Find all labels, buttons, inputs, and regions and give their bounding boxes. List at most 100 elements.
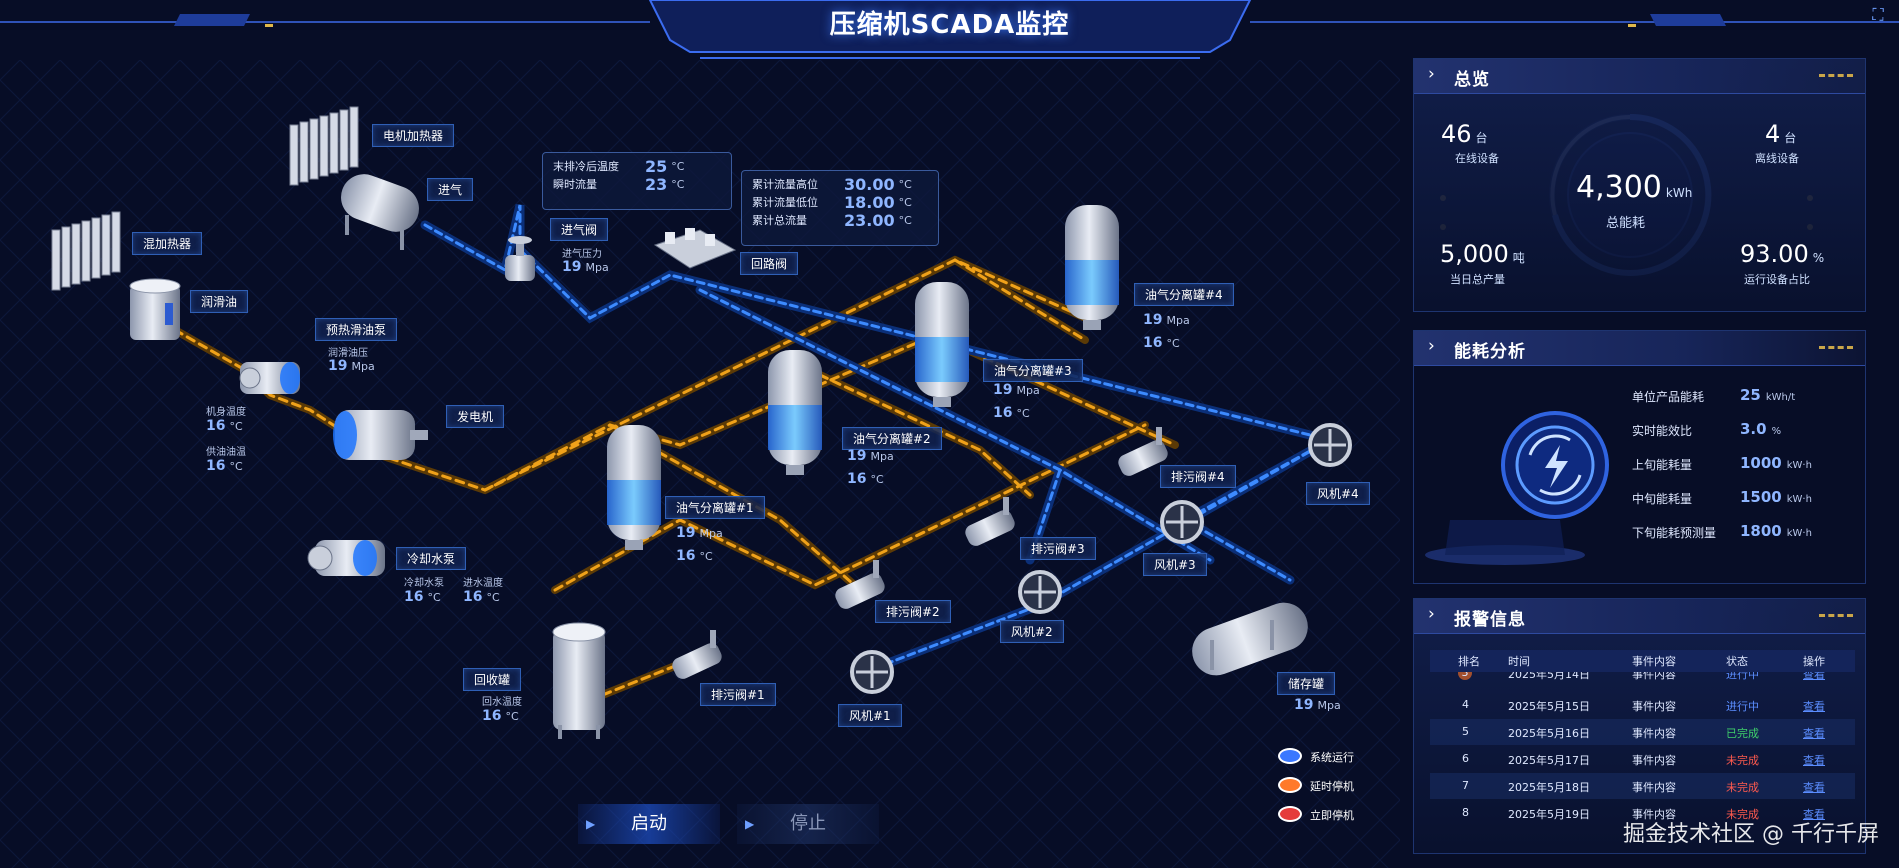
label-drain-valve-3: 排污阀#3 — [1020, 537, 1096, 560]
energy-cycle-icon — [1425, 411, 1609, 565]
table-row: 6 2025年5月17日 事件内容 未完成 查看 — [1430, 746, 1855, 772]
table-row: 3 2025年5月14日 事件内容 进行中 查看 — [1430, 672, 1855, 686]
offline-devices-label: 离线设备 — [1755, 152, 1799, 165]
alarm-table-header: 排名 时间 事件内容 状态 操作 — [1430, 650, 1855, 672]
inlet-water-temp-value: 16°C — [463, 589, 500, 605]
view-link[interactable]: 查看 — [1803, 808, 1825, 821]
chevron-right-icon: › — [1428, 336, 1435, 356]
drain-valve-3-icon — [965, 497, 1015, 546]
return-water-temp-value: 16°C — [482, 708, 519, 724]
label-motor-heater: 电机加热器 — [372, 124, 455, 147]
row-status: 未完成 — [1726, 808, 1759, 821]
row-rank: 4 — [1462, 698, 1469, 711]
row-time: 2025年5月16日 — [1508, 727, 1590, 740]
row-status: 进行中 — [1726, 700, 1759, 713]
supply-oil-temp-label: 供油油温 — [206, 447, 246, 458]
legend-running-dot — [1278, 748, 1302, 764]
label-lube-oil: 润滑油 — [190, 290, 249, 313]
view-link[interactable]: 查看 — [1803, 672, 1825, 681]
chevron-right-icon: › — [1428, 604, 1435, 624]
label-separator-2: 油气分离罐#2 — [842, 427, 942, 450]
intake-pressure-label: 进气压力 — [562, 249, 602, 260]
label-loop-valve: 回路阀 — [740, 252, 799, 275]
legend-immediate-stop-label: 立即停机 — [1310, 809, 1354, 822]
rank-badge: 3 — [1458, 672, 1472, 680]
drain-valve-1-icon — [672, 630, 722, 679]
chevron-right-icon: › — [1428, 64, 1435, 84]
label-separator-3: 油气分离罐#3 — [983, 359, 1083, 382]
label-recovery-tank: 回收罐 — [463, 668, 522, 691]
page-title: 压缩机SCADA监控 — [829, 10, 1070, 40]
label-intake: 进气 — [427, 178, 474, 201]
header-decoration — [1819, 74, 1853, 80]
row-time: 2025年5月17日 — [1508, 754, 1590, 767]
header-decoration — [1819, 346, 1853, 352]
stop-label: 停止 — [790, 813, 826, 834]
overview-title: 总览 — [1454, 70, 1490, 90]
label-mix-heater: 混加热器 — [132, 232, 203, 255]
row-rank: 8 — [1462, 806, 1469, 819]
view-link[interactable]: 查看 — [1803, 754, 1825, 767]
table-row: 7 2025年5月18日 事件内容 未完成 查看 — [1430, 773, 1855, 799]
header-frame — [0, 0, 1899, 59]
table-row: 5 2025年5月16日 事件内容 已完成 查看 — [1430, 719, 1855, 745]
row-status: 已完成 — [1726, 727, 1759, 740]
stop-button[interactable]: ▶ 停止 — [737, 804, 879, 844]
legend-delay-stop-dot — [1278, 777, 1302, 793]
table-row: 4 2025年5月15日 事件内容 进行中 查看 — [1430, 692, 1855, 718]
energy-title: 能耗分析 — [1454, 342, 1526, 362]
label-separator-4: 油气分离罐#4 — [1134, 283, 1234, 306]
intake-valve-icon — [505, 236, 535, 281]
preheat-pump-icon — [239, 362, 300, 394]
running-ratio-value: 93.00% — [1740, 240, 1825, 268]
view-link[interactable]: 查看 — [1803, 727, 1825, 740]
energy-row-label: 上旬能耗量 — [1632, 458, 1693, 472]
row-time: 2025年5月19日 — [1508, 808, 1590, 821]
energy-row-label: 实时能效比 — [1632, 424, 1693, 438]
fan-2-icon — [1018, 570, 1062, 614]
row-time: 2025年5月18日 — [1508, 781, 1590, 794]
col-time: 时间 — [1508, 655, 1530, 668]
row-status: 未完成 — [1726, 781, 1759, 794]
play-arrow-icon: ▶ — [586, 817, 596, 831]
total-energy-label: 总能耗 — [1606, 216, 1646, 231]
label-separator-1: 油气分离罐#1 — [665, 496, 765, 519]
col-status: 状态 — [1726, 655, 1748, 668]
label-cooling-pump: 冷却水泵 — [396, 547, 467, 570]
row-status: 未完成 — [1726, 754, 1759, 767]
fan-1-icon — [850, 650, 894, 694]
row-time: 2025年5月15日 — [1508, 700, 1590, 713]
inlet-water-temp-label: 进水温度 — [463, 578, 503, 589]
energy-row-label: 单位产品能耗 — [1632, 390, 1705, 404]
supply-oil-temp-value: 16°C — [206, 458, 243, 474]
fullscreen-icon[interactable]: ⛶ — [1872, 5, 1884, 24]
row-event: 事件内容 — [1632, 672, 1676, 681]
start-button[interactable]: ▶ 启动 — [578, 804, 720, 844]
body-temp-value: 16°C — [206, 418, 243, 434]
label-drain-valve-4: 排污阀#4 — [1160, 465, 1236, 488]
energy-row-value: 3.0% — [1740, 420, 1782, 438]
view-link[interactable]: 查看 — [1803, 781, 1825, 794]
return-water-temp-label: 回水温度 — [482, 697, 522, 708]
label-storage-tank: 储存罐 — [1277, 672, 1336, 695]
view-link[interactable]: 查看 — [1803, 700, 1825, 713]
energy-row-label: 中旬能耗量 — [1632, 492, 1693, 506]
legend-running-label: 系统运行 — [1310, 751, 1354, 764]
play-arrow-icon: ▶ — [745, 817, 755, 831]
row-event: 事件内容 — [1632, 808, 1676, 821]
col-event: 事件内容 — [1632, 655, 1676, 668]
label-fan-4: 风机#4 — [1306, 482, 1370, 505]
label-generator: 发电机 — [446, 405, 505, 428]
energy-row-label: 下旬能耗预测量 — [1632, 526, 1717, 540]
overview-panel: › 总览 — [1413, 58, 1866, 312]
drain-valve-2-icon — [835, 560, 885, 609]
